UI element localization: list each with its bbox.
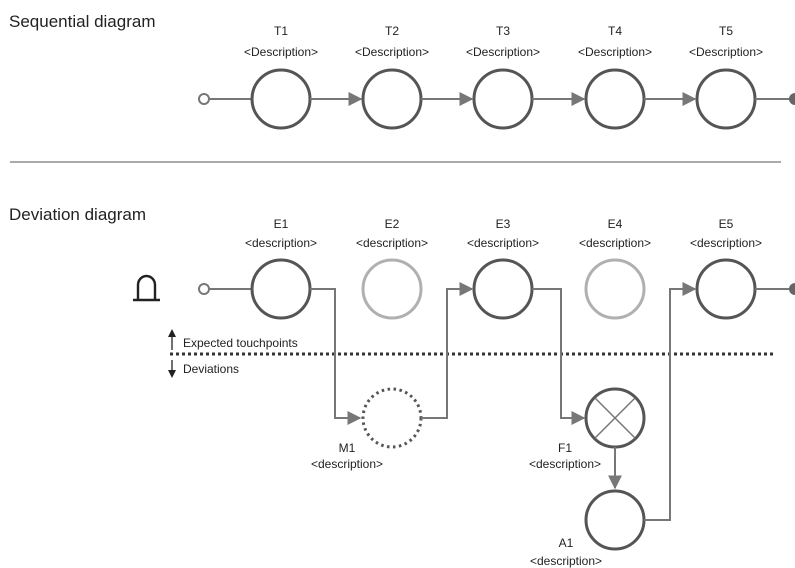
touchpoint-e3-circle xyxy=(472,258,534,320)
node-t5-circle xyxy=(695,68,757,130)
arrow-down-icon xyxy=(168,360,176,378)
sequential-end-point xyxy=(789,93,795,105)
deviation-diagram: E1 <description> E2 <description> E3 <de… xyxy=(133,217,795,568)
person-icon xyxy=(133,274,160,302)
touchpoint-e5-description: <description> xyxy=(690,236,762,250)
node-t2-circle xyxy=(361,68,423,130)
missed-m1-circle xyxy=(361,387,423,449)
touchpoint-e1-circle xyxy=(250,258,312,320)
expected-touchpoints-label: Expected touchpoints xyxy=(183,336,298,350)
node-t5-description: <Description> xyxy=(689,45,763,59)
missed-m1-description: <description> xyxy=(311,457,383,471)
connector-e1-m1 xyxy=(310,288,362,425)
node-t4-circle xyxy=(584,68,646,130)
node-t4-description: <Description> xyxy=(578,45,652,59)
failure-f1-id: F1 xyxy=(558,441,572,455)
connector-m1-e3 xyxy=(421,282,474,419)
node-t3-circle xyxy=(472,68,534,130)
touchpoint-e2-circle xyxy=(361,258,423,320)
node-t3-id: T3 xyxy=(496,24,510,38)
node-t1-circle xyxy=(250,68,312,130)
touchpoint-e5-id: E5 xyxy=(719,217,734,231)
touchpoint-e1-description: <description> xyxy=(245,236,317,250)
node-t4-id: T4 xyxy=(608,24,622,38)
connector-e3-f1 xyxy=(532,288,586,425)
deviation-start-point xyxy=(198,283,210,295)
arrow-up-icon xyxy=(168,329,176,350)
sequential-diagram: T1 <Description> T2 <Description> T3 <De… xyxy=(198,24,795,130)
touchpoint-e4-circle xyxy=(584,258,646,320)
touchpoint-e5-circle xyxy=(695,258,757,320)
touchpoint-e4-id: E4 xyxy=(608,217,623,231)
node-t1-id: T1 xyxy=(274,24,288,38)
missed-m1-id: M1 xyxy=(339,441,356,455)
touchpoint-e3-description: <description> xyxy=(467,236,539,250)
touchpoint-e2-id: E2 xyxy=(385,217,400,231)
node-t2-id: T2 xyxy=(385,24,399,38)
alternative-a1-id: A1 xyxy=(559,536,574,550)
failure-cross-icon xyxy=(594,397,636,439)
touchpoint-e1-id: E1 xyxy=(274,217,289,231)
node-t3-description: <Description> xyxy=(466,45,540,59)
deviation-diagram-title: Deviation diagram xyxy=(9,205,147,224)
failure-f1-description: <description> xyxy=(529,457,601,471)
node-t2-description: <Description> xyxy=(355,45,429,59)
sequential-start-point xyxy=(198,93,210,105)
sequential-diagram-title: Sequential diagram xyxy=(9,12,156,31)
connector-a1-e5 xyxy=(644,282,697,521)
touchpoint-e2-description: <description> xyxy=(356,236,428,250)
deviations-label: Deviations xyxy=(183,362,239,376)
alternative-a1-description: <description> xyxy=(530,554,602,568)
alternative-a1-circle xyxy=(584,489,646,551)
touchpoint-e3-id: E3 xyxy=(496,217,511,231)
node-t1-description: <Description> xyxy=(244,45,318,59)
node-t5-id: T5 xyxy=(719,24,733,38)
touchpoint-e4-description: <description> xyxy=(579,236,651,250)
deviation-end-point xyxy=(789,283,795,295)
